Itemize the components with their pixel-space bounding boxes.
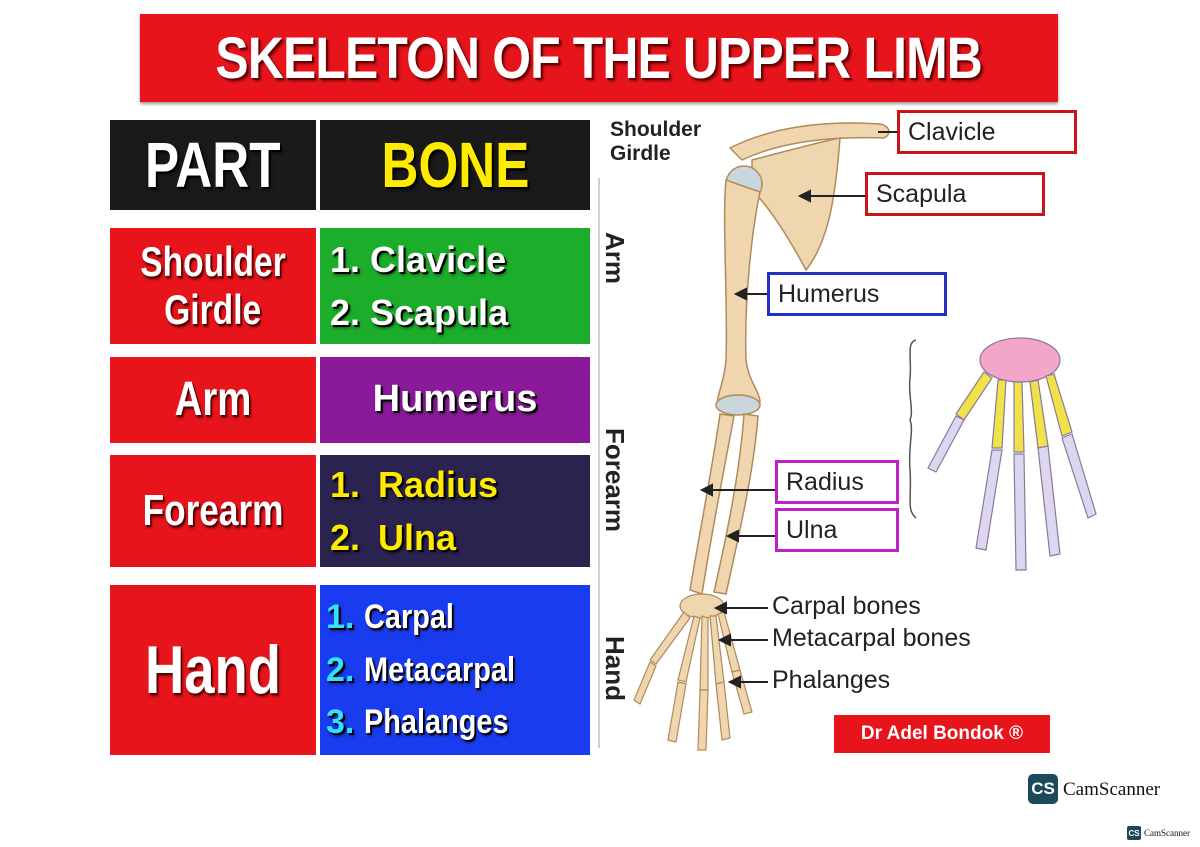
bone-metacarpal-num: 2. [326, 650, 355, 689]
bone-scapula: 2. Scapula [330, 292, 509, 333]
phalanx-2 [667, 681, 687, 743]
scapula-bone [751, 137, 841, 272]
page-title: SKELETON OF THE UPPER LIMB [215, 25, 983, 91]
part-hand-label: Hand [145, 631, 281, 708]
title-banner: SKELETON OF THE UPPER LIMB [140, 14, 1058, 102]
hand-region-brace [908, 339, 917, 519]
humerus-head [725, 165, 763, 203]
humerus-bone [716, 178, 761, 409]
region-shoulder-line2: Girdle [610, 142, 671, 166]
label-metacarpal-bones: Metacarpal bones [772, 624, 971, 652]
metacarpal-thumb [955, 371, 993, 421]
metacarpal-4 [709, 615, 725, 685]
bone-carpal: Carpal [364, 597, 455, 636]
bone-humerus: Humerus [372, 378, 538, 421]
metacarpal-1 [649, 611, 691, 665]
part-shoulder-line1: Shoulder [140, 237, 286, 285]
label-scapula-box: Scapula [865, 172, 1045, 216]
phalanx-3 [697, 689, 709, 751]
side-label-hand: Hand [600, 636, 630, 701]
region-divider-line [598, 178, 600, 748]
camscanner-logo-icon: CS [1028, 774, 1058, 804]
part-forearm: Forearm [110, 455, 316, 567]
label-radius-box: Radius [775, 460, 899, 504]
label-humerus: Humerus [778, 279, 880, 308]
bone-radius: Radius [378, 463, 499, 505]
header-bone: BONE [381, 129, 529, 201]
part-hand: Hand [110, 585, 316, 755]
bone-cell-hand: 1. Carpal 2. Metacarpal 3. Phalanges [320, 585, 590, 755]
side-label-forearm: Forearm [600, 428, 630, 533]
bone-carpal-num: 1. [326, 597, 355, 636]
label-ulna: Ulna [786, 515, 838, 544]
thumb-phalanges [927, 415, 965, 473]
label-humerus-box: Humerus [767, 272, 947, 316]
camscanner-small-logo-icon: CS [1127, 826, 1141, 840]
bone-ulna-num: 2. [330, 517, 361, 558]
label-clavicle: Clavicle [908, 117, 996, 146]
metacarpal-5 [717, 611, 741, 673]
region-shoulder-line1: Shoulder [610, 118, 702, 141]
part-arm: Arm [110, 357, 316, 443]
bone-radius-num: 1. [330, 463, 361, 505]
bone-cell-arm: Humerus [320, 357, 590, 443]
detailed-hand-illustration [927, 337, 1097, 571]
bone-cell-forearm: 1. Radius 2. Ulna [320, 455, 590, 567]
part-shoulder-line2: Girdle [164, 286, 262, 333]
bone-metacarpal: Metacarpal [364, 650, 516, 689]
carpal-cluster [979, 337, 1061, 383]
metacarpal-3 [699, 615, 709, 691]
clavicle-bone [728, 122, 890, 161]
phalanx-4 [715, 681, 731, 741]
radius-bone [689, 413, 735, 595]
author-credit: Dr Adel Bondok ® [834, 715, 1050, 753]
part-forearm-label: Forearm [142, 485, 284, 535]
ulna-bone [713, 413, 759, 595]
header-bone-cell: BONE [320, 120, 590, 210]
metacarpal-2 [677, 615, 701, 683]
phalanx-5 [731, 669, 753, 715]
label-scapula: Scapula [876, 179, 967, 208]
phalanx-1 [633, 661, 657, 705]
header-part: PART [145, 129, 281, 201]
part-shoulder-girdle: Shoulder Girdle [110, 228, 316, 344]
camscanner-text: CamScanner [1063, 779, 1161, 800]
bone-cell-shoulder: 1. Clavicle 2. Scapula [320, 228, 590, 344]
label-clavicle-box: Clavicle [897, 110, 1077, 154]
hand-bones-illustration [633, 593, 753, 751]
label-carpal-bones: Carpal bones [772, 592, 921, 620]
region-shoulder-girdle: Shoulder Girdle [610, 118, 701, 166]
side-label-arm: Arm [600, 232, 630, 285]
bone-phalanges-num: 3. [326, 703, 355, 742]
elbow-joint [715, 394, 761, 416]
bone-clavicle: 1. Clavicle [330, 238, 507, 280]
label-phalanges: Phalanges [772, 666, 891, 694]
carpal-bones [679, 593, 725, 619]
header-part-cell: PART [110, 120, 316, 210]
part-arm-label: Arm [174, 373, 252, 427]
label-radius: Radius [786, 467, 864, 496]
camscanner-small-text: CamScanner [1144, 828, 1190, 838]
bone-phalanges: Phalanges [364, 703, 509, 742]
label-ulna-box: Ulna [775, 508, 899, 552]
bone-ulna: Ulna [378, 517, 457, 558]
